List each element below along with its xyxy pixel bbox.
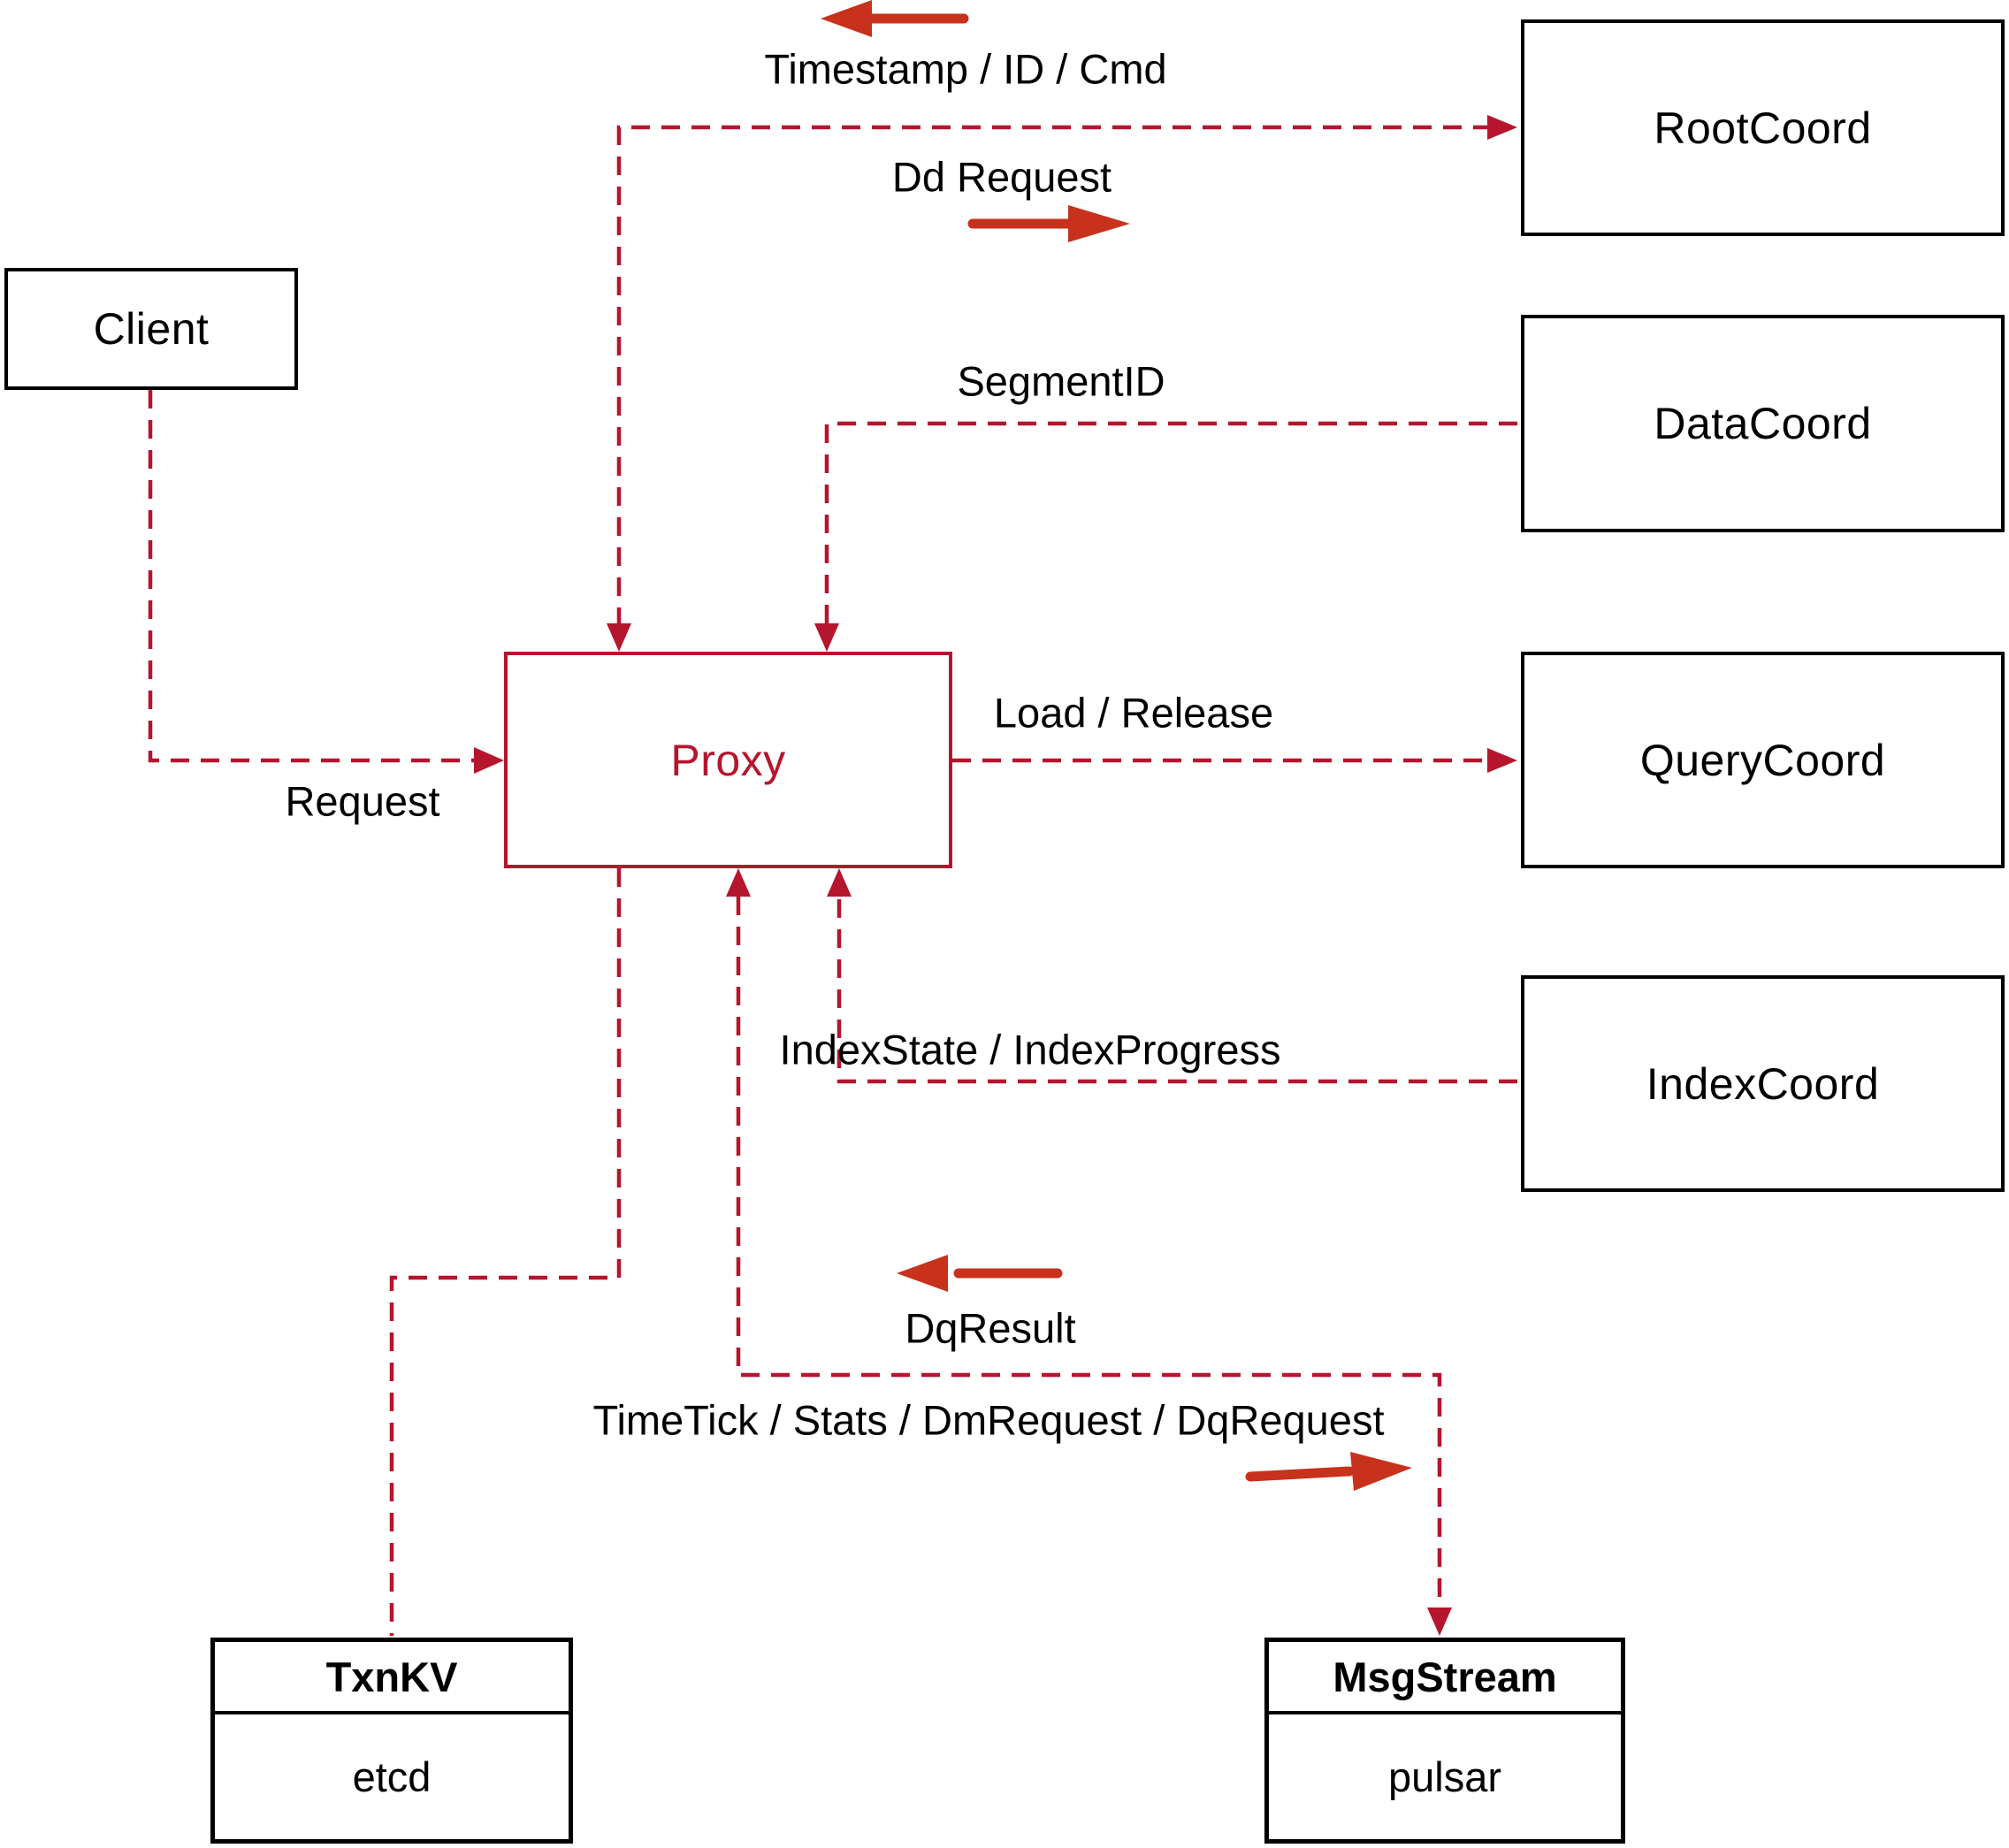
node-query-coord-label: QueryCoord <box>1639 735 1886 785</box>
node-msg-stream: MsgStream pulsar <box>1264 1638 1625 1844</box>
edge-label-load-release: Load / Release <box>993 689 1274 737</box>
flow-left-arrow-icon <box>897 1255 1063 1292</box>
arrowhead-down-icon <box>814 623 839 652</box>
node-proxy: Proxy <box>504 652 952 868</box>
node-root-coord-label: RootCoord <box>1654 103 1872 153</box>
arrowhead-right-icon <box>1487 115 1517 140</box>
edge-data-coord-to-proxy <box>814 421 1517 652</box>
arrowhead-right-icon <box>474 747 504 774</box>
edge-proxy-to-query-coord <box>952 748 1517 773</box>
arrowhead-up-icon <box>726 868 751 897</box>
node-msg-stream-title: MsgStream <box>1269 1642 1621 1714</box>
edge-label-dq-result: DqResult <box>905 1304 1076 1352</box>
node-client-label: Client <box>93 304 210 354</box>
edge-label-timestamp-id-cmd: Timestamp / ID / Cmd <box>764 45 1167 93</box>
node-txn-kv-title: TxnKV <box>215 1642 569 1714</box>
edge-label-request: Request <box>285 777 440 825</box>
edge-client-to-proxy <box>148 390 504 774</box>
node-txn-kv: TxnKV etcd <box>210 1638 573 1844</box>
edge-index-coord-to-proxy <box>827 868 1517 1084</box>
edge-label-dd-request: Dd Request <box>891 153 1112 201</box>
edge-proxy-root-coord <box>607 115 1517 652</box>
node-msg-stream-implementation: pulsar <box>1387 1753 1501 1800</box>
node-index-coord-label: IndexCoord <box>1646 1058 1880 1109</box>
edge-label-segment-id: SegmentID <box>957 357 1165 405</box>
edge-proxy-msg-stream <box>726 868 1452 1636</box>
arrowhead-down-icon <box>607 623 631 652</box>
node-proxy-label: Proxy <box>670 735 786 785</box>
edge-label-index-state-progress: IndexState / IndexProgress <box>779 1026 1281 1073</box>
node-txn-kv-implementation: etcd <box>352 1753 432 1800</box>
flow-right-arrow-icon <box>967 205 1130 242</box>
node-data-coord-label: DataCoord <box>1654 399 1872 448</box>
edge-proxy-to-txn-kv <box>389 868 622 1636</box>
node-index-coord: IndexCoord <box>1521 975 2005 1192</box>
arrowhead-up-icon <box>827 868 852 897</box>
node-data-coord: DataCoord <box>1521 315 2005 532</box>
edge-label-timetick-stats: TimeTick / Stats / DmRequest / DqRequest <box>592 1396 1385 1444</box>
arrowhead-right-icon <box>1487 748 1517 773</box>
flow-left-arrow-icon <box>821 0 969 37</box>
node-client: Client <box>4 268 298 390</box>
node-query-coord: QueryCoord <box>1521 652 2005 868</box>
node-root-coord: RootCoord <box>1521 19 2005 236</box>
arrowhead-down-icon <box>1427 1607 1452 1636</box>
flow-right-arrow-icon <box>1245 1452 1412 1491</box>
